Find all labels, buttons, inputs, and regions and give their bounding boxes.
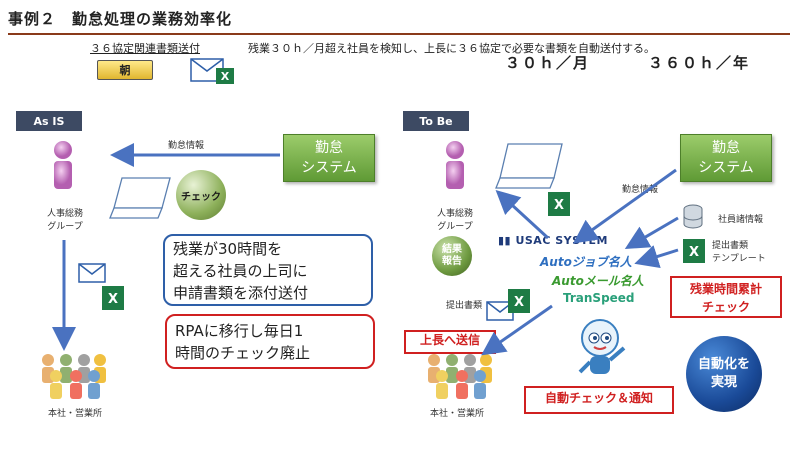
asis-group-line2: グループ xyxy=(47,222,83,232)
tobe-arrow-info-to-robot xyxy=(624,216,679,250)
tobe-group-line2: グループ xyxy=(437,222,473,232)
asis-system-line2: システム xyxy=(301,160,357,176)
tobe-arrow-system-to-robot xyxy=(573,168,677,244)
auto-check-notify-box: 自動チェック＆通知 xyxy=(524,386,674,414)
tobe-system-line2: システム xyxy=(698,160,754,176)
tobe-group-label: 人事総務 グループ xyxy=(420,206,490,232)
svg-text:X: X xyxy=(514,295,524,310)
asis-group-line1: 人事総務 xyxy=(46,209,83,219)
asis-callout-red: RPAに移行し毎日1 時間のチェック廃止 xyxy=(165,314,375,369)
automation-line2: 実現 xyxy=(710,375,737,390)
time-saved-month: ３０ｈ／月 xyxy=(505,54,591,72)
asis-office-label: 本社・営業所 xyxy=(47,409,102,419)
svg-text:X: X xyxy=(689,245,699,260)
template-line2: テンプレート xyxy=(712,254,766,264)
tobe-arrow-template-to-robot xyxy=(634,245,679,269)
asis-person-icon xyxy=(54,141,72,189)
usac-mark: ▮▮ xyxy=(498,234,512,247)
send-to-boss-box: 上長へ送信 xyxy=(404,330,496,354)
mail-excel-icon: X xyxy=(190,58,234,84)
svg-text:X: X xyxy=(221,70,230,83)
tobe-flow-label: 勤怠情報 xyxy=(622,185,659,195)
callout-blue-line1: 残業が30時間を xyxy=(173,240,283,258)
automail-logo: Autoメール名人 xyxy=(552,274,644,288)
template-label: 提出書類 テンプレート xyxy=(712,238,766,264)
asis-tag: As IS xyxy=(16,111,82,131)
overtime-check-line2: チェック xyxy=(701,300,750,314)
svg-text:X: X xyxy=(108,292,118,307)
page-title: 事例２ 勤怠処理の業務効率化 xyxy=(8,10,233,28)
callout-blue-line2: 超える社員の上司に xyxy=(173,262,308,280)
template-excel-icon: X xyxy=(683,239,705,263)
submit-docs-label: 提出書類 xyxy=(446,301,483,311)
robot-mascot-icon xyxy=(578,319,626,374)
callout-red-line2: 時間のチェック廃止 xyxy=(175,344,311,362)
submit-mail-excel-icon: X xyxy=(486,289,530,321)
automation-line1: 自動化を xyxy=(697,357,750,372)
result-line1: 結果 xyxy=(442,244,462,255)
svg-text:X: X xyxy=(554,198,564,213)
task-description: 残業３０ｈ／月超え社員を検知し、上長に３６協定で必要な書類を自動送付する。 xyxy=(248,42,655,55)
result-line2: 報告 xyxy=(442,256,462,267)
asis-system-line1: 勤怠 xyxy=(315,140,343,156)
overtime-check-line1: 残業時間累計 xyxy=(689,282,762,296)
employee-info-label: 社員諸情報 xyxy=(718,215,764,225)
tobe-office-people-icon xyxy=(428,354,492,399)
result-report-ball: 結果 報告 xyxy=(432,236,472,276)
time-saved-year: ３６０ｈ／年 xyxy=(648,54,751,72)
tobe-office-label: 本社・営業所 xyxy=(429,409,484,419)
automation-ball: 自動化を 実現 xyxy=(686,336,762,412)
check-ball: チェック xyxy=(176,170,226,220)
callout-red-line1: RPAに移行し毎日1 xyxy=(175,322,304,340)
asis-attendance-system: 勤怠 システム xyxy=(283,134,375,182)
callout-blue-line3: 申請書類を添付送付 xyxy=(173,284,309,302)
asis-group-label: 人事総務 グループ xyxy=(30,206,100,232)
transpeed-logo: TranSpeed xyxy=(563,291,635,305)
tobe-attendance-system: 勤怠 システム xyxy=(680,134,772,182)
timing-button: 朝 xyxy=(97,60,153,80)
tobe-laptop-excel-icon: X xyxy=(495,143,570,216)
autojob-logo: Autoジョブ名人 xyxy=(540,255,632,269)
tobe-person-icon xyxy=(446,141,464,189)
tobe-system-line1: 勤怠 xyxy=(712,140,740,156)
database-icon xyxy=(683,204,703,229)
tobe-arrow-robot-to-office xyxy=(481,304,553,356)
asis-office-people-icon xyxy=(42,354,106,399)
asis-mail-excel-icon: X xyxy=(78,263,124,310)
template-line1: 提出書類 xyxy=(712,241,749,251)
tobe-arrow-robot-to-group xyxy=(495,189,550,240)
laptop-icon xyxy=(109,177,171,219)
asis-flow-label: 勤怠情報 xyxy=(168,141,205,151)
asis-callout-blue: 残業が30時間を 超える社員の上司に 申請書類を添付送付 xyxy=(163,234,373,306)
tobe-group-line1: 人事総務 xyxy=(436,209,473,219)
overtime-check-box: 残業時間累計 チェック xyxy=(670,276,782,318)
tobe-tag: To Be xyxy=(403,111,469,131)
task-label: ３６協定関連書類送付 xyxy=(90,42,200,55)
title-divider xyxy=(8,33,790,35)
